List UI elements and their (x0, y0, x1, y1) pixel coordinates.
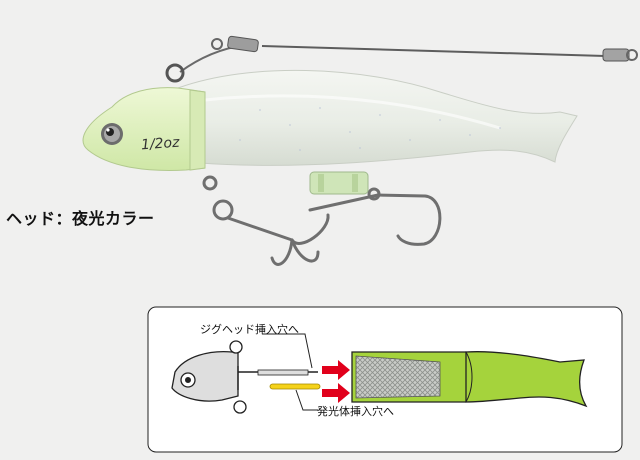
jighead-insert-caption: ジグヘッド挿入穴へ (200, 323, 299, 336)
glow-tube (309, 171, 369, 195)
glow-stick (269, 383, 321, 390)
leader-wire (179, 35, 638, 73)
jig-head (82, 87, 206, 171)
lure-eye-icon (101, 123, 123, 145)
lure-soft-body (177, 69, 578, 166)
insert-arrows (322, 360, 350, 403)
line-eye-ring (165, 63, 185, 83)
weight-label: 1/2oz (140, 134, 180, 154)
treble-hook-front (202, 175, 330, 266)
head-color-label: ヘッド：夜光カラー (6, 209, 155, 228)
diagram-soft-body (351, 351, 588, 408)
diagram-jig-head (171, 340, 318, 414)
rear-hook (308, 187, 442, 246)
caption-leader-lines (262, 333, 318, 411)
glow-insert-caption: 発光体挿入穴へ (317, 405, 394, 418)
